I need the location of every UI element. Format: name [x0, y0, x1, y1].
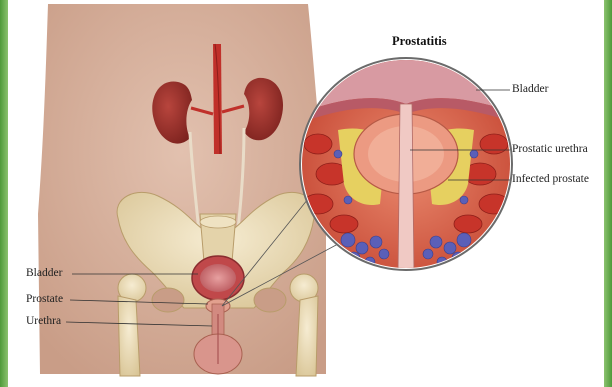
- bladder: [192, 256, 244, 300]
- label-infected-prostate: Infected prostate: [512, 174, 589, 186]
- label-urethra: Urethra: [26, 316, 61, 328]
- zoom-detail: [298, 58, 518, 278]
- label-prostate: Prostate: [26, 294, 63, 306]
- label-bladder-zoom: Bladder: [512, 84, 548, 96]
- anatomy-illustration: [8, 4, 604, 383]
- label-bladder: Bladder: [26, 268, 62, 280]
- label-prostatic-urethra: Prostatic urethra: [512, 144, 588, 156]
- aorta: [213, 44, 222, 154]
- figure-title: Prostatitis: [392, 34, 447, 49]
- body-silhouette: [38, 4, 326, 374]
- illustration-canvas: Prostatitis Bladder Prostatic urethra In…: [8, 4, 604, 383]
